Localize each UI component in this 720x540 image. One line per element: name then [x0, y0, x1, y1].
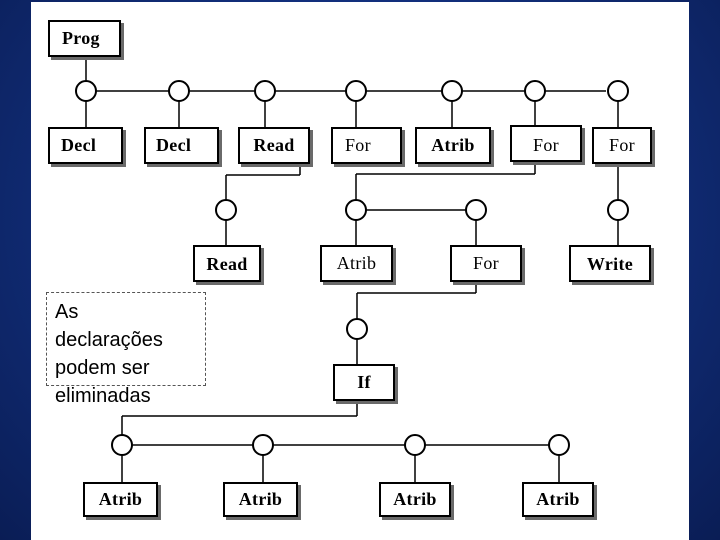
node-for-1: For: [331, 127, 402, 164]
diagram-panel: Prog Decl Decl Read For Atrib For For Re…: [31, 2, 689, 540]
list-node-circle: [345, 199, 367, 221]
node-atrib-1: Atrib: [415, 127, 491, 164]
list-node-circle: [75, 80, 97, 102]
node-decl-1: Decl: [48, 127, 123, 164]
node-atrib-5: Atrib: [379, 482, 451, 517]
node-decl-2: Decl: [144, 127, 219, 164]
node-atrib-6: Atrib: [522, 482, 594, 517]
list-node-circle: [345, 80, 367, 102]
list-node-circle: [168, 80, 190, 102]
node-for-3: For: [592, 127, 652, 164]
node-write: Write: [569, 245, 651, 282]
node-for-4: For: [450, 245, 522, 282]
node-if: If: [333, 364, 395, 401]
list-node-circle: [465, 199, 487, 221]
list-node-circle: [215, 199, 237, 221]
node-prog: Prog: [48, 20, 121, 57]
node-read-2: Read: [193, 245, 261, 282]
list-node-circle: [404, 434, 426, 456]
node-atrib-2: Atrib: [320, 245, 393, 282]
list-node-circle: [254, 80, 276, 102]
list-node-circle: [441, 80, 463, 102]
list-node-circle: [346, 318, 368, 340]
list-node-circle: [548, 434, 570, 456]
node-for-2: For: [510, 125, 582, 162]
list-node-circle: [607, 199, 629, 221]
list-node-circle: [524, 80, 546, 102]
node-read-1: Read: [238, 127, 310, 164]
annotation-note: As declarações podem ser eliminadas: [46, 292, 206, 407]
node-atrib-4: Atrib: [223, 482, 298, 517]
list-node-circle: [252, 434, 274, 456]
list-node-circle: [607, 80, 629, 102]
list-node-circle: [111, 434, 133, 456]
node-atrib-3: Atrib: [83, 482, 158, 517]
